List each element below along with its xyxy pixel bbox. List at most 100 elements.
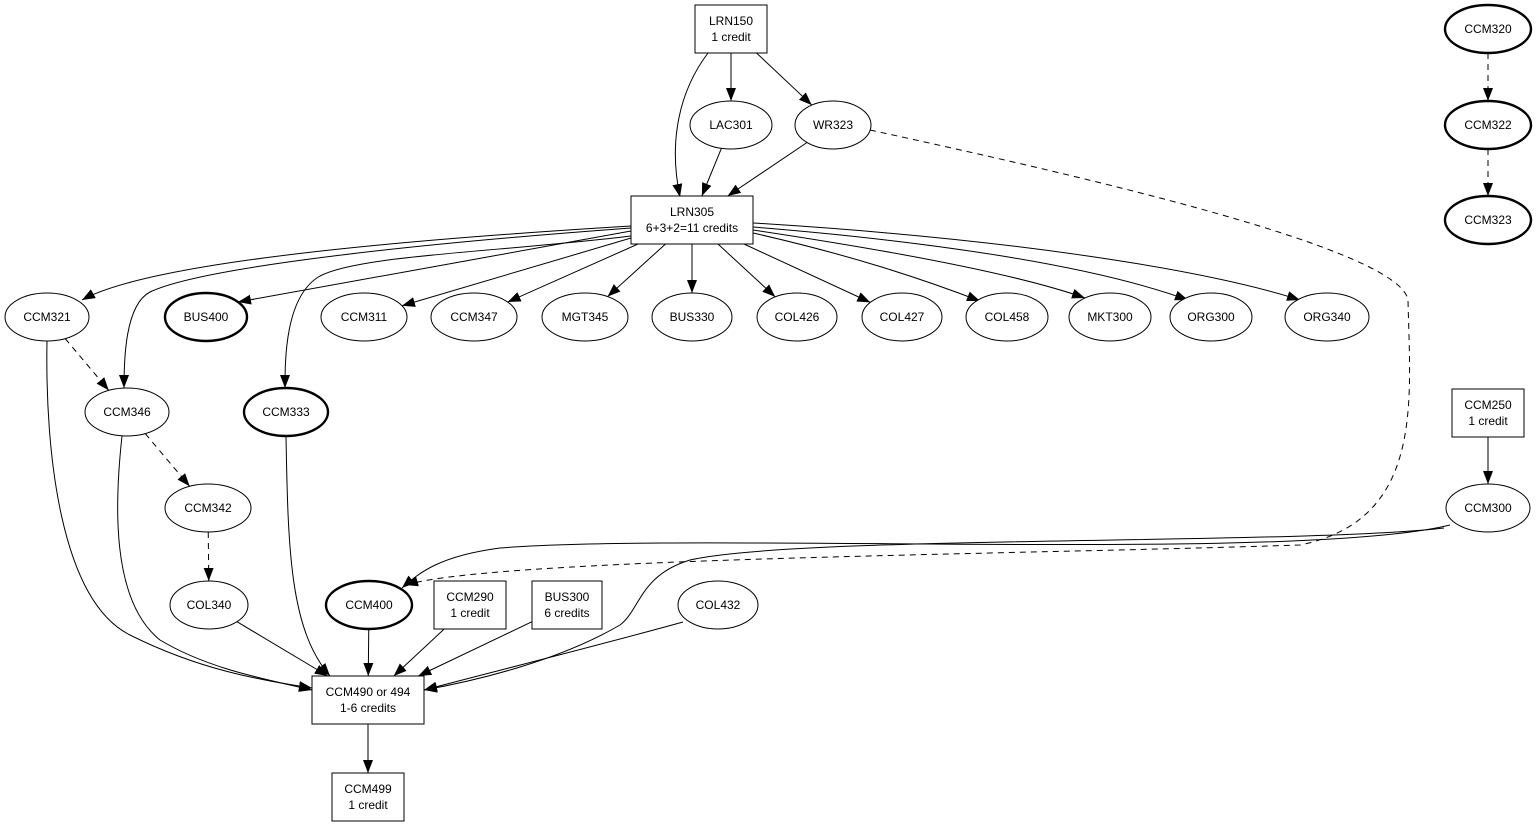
node-sublabel: 6 credits — [544, 606, 589, 620]
node-ccm320[interactable]: CCM320 — [1443, 3, 1533, 55]
node-box — [531, 580, 603, 630]
node-ellipse — [1443, 3, 1533, 55]
node-col426[interactable]: COL426 — [756, 292, 838, 342]
node-label: LRN305 — [670, 205, 714, 219]
node-label: CCM311 — [341, 310, 388, 324]
node-col432[interactable]: COL432 — [677, 580, 759, 630]
node-ccm400[interactable]: CCM400 — [324, 579, 414, 631]
node-label: CCM320 — [1464, 22, 1512, 36]
node-sublabel: 1-6 credits — [340, 701, 396, 715]
node-bus400[interactable]: BUS400 — [163, 291, 249, 343]
node-box — [630, 195, 754, 245]
edge-lrn305-col426 — [717, 243, 776, 298]
node-label: CCM322 — [1464, 118, 1512, 132]
node-ellipse — [169, 580, 249, 630]
node-lac301[interactable]: LAC301 — [689, 100, 773, 150]
node-label: MKT300 — [1087, 310, 1133, 324]
edge-ccm342-col340 — [203, 531, 214, 582]
edge-wr323-ccm400 — [404, 129, 1411, 587]
node-ccm346[interactable]: CCM346 — [84, 387, 170, 437]
node-mkt300[interactable]: MKT300 — [1068, 292, 1152, 342]
node-ccm311[interactable]: CCM311 — [320, 292, 408, 342]
node-label: CCM342 — [184, 501, 232, 515]
edge-lrn305-org300 — [752, 226, 1189, 301]
node-bus300[interactable]: BUS300 6 credits — [531, 580, 603, 630]
node-ellipse — [320, 292, 408, 342]
node-label: WR323 — [813, 118, 853, 132]
node-org340[interactable]: ORG340 — [1284, 292, 1370, 342]
node-label: COL340 — [187, 598, 232, 612]
node-box — [694, 4, 768, 54]
node-ellipse — [756, 292, 838, 342]
node-label: LAC301 — [709, 118, 753, 132]
node-ellipse — [677, 580, 759, 630]
node-ellipse — [84, 387, 170, 437]
node-ccm342[interactable]: CCM342 — [164, 483, 252, 533]
node-sublabel: 1 credit — [711, 30, 751, 44]
node-sublabel: 1 credit — [348, 798, 388, 812]
node-label: BUS400 — [184, 310, 229, 324]
node-mgt345[interactable]: MGT345 — [541, 292, 629, 342]
node-ellipse — [4, 292, 90, 342]
edge-lrn305-ccm347 — [507, 243, 639, 303]
edge-ccm346-ccm342 — [144, 433, 191, 487]
node-sublabel: 1 credit — [450, 606, 490, 620]
node-ellipse — [794, 100, 872, 150]
node-org300[interactable]: ORG300 — [1169, 292, 1253, 342]
node-ccm333[interactable]: CCM333 — [242, 386, 330, 438]
node-ccm321[interactable]: CCM321 — [4, 292, 90, 342]
node-ellipse — [242, 386, 330, 438]
node-ellipse — [1284, 292, 1370, 342]
node-ellipse — [965, 292, 1049, 342]
node-ellipse — [430, 292, 518, 342]
edge-lrn150-lrn305 — [672, 52, 709, 198]
node-label: COL458 — [985, 310, 1030, 324]
node-label: CCM400 — [345, 598, 393, 612]
edge-ccm290-ccm490 — [393, 628, 445, 677]
node-lrn150[interactable]: LRN150 1 credit — [694, 4, 768, 54]
edge-lrn305-mgt345 — [607, 243, 666, 297]
node-ellipse — [163, 291, 249, 343]
node-ccm323[interactable]: CCM323 — [1443, 194, 1533, 246]
edge-bus300-ccm490 — [418, 621, 533, 677]
edge-lac301-lrn305 — [701, 148, 722, 197]
node-wr323[interactable]: WR323 — [794, 100, 872, 150]
node-bus330[interactable]: BUS330 — [651, 292, 733, 342]
node-label: COL432 — [696, 598, 741, 612]
node-col427[interactable]: COL427 — [861, 292, 943, 342]
node-ccm300[interactable]: CCM300 — [1445, 483, 1531, 533]
node-label: ORG340 — [1303, 310, 1351, 324]
edge-ccm333-ccm490 — [285, 435, 331, 677]
node-sublabel: 1 credit — [1468, 414, 1508, 428]
node-col458[interactable]: COL458 — [965, 292, 1049, 342]
node-box — [311, 675, 425, 725]
node-ccm250[interactable]: CCM250 1 credit — [1451, 388, 1525, 438]
edge-ccm321-ccm490 — [46, 340, 313, 691]
node-ccm347[interactable]: CCM347 — [430, 292, 518, 342]
node-label: CCM250 — [1464, 398, 1512, 412]
node-ellipse — [324, 579, 414, 631]
node-col340[interactable]: COL340 — [169, 580, 249, 630]
edge-wr323-lrn305 — [727, 142, 808, 197]
node-ccm322[interactable]: CCM322 — [1443, 99, 1533, 151]
node-ellipse — [689, 100, 773, 150]
node-ellipse — [1443, 99, 1533, 151]
node-label: BUS300 — [545, 590, 590, 604]
node-label: COL426 — [775, 310, 820, 324]
edge-lrn305-ccm333 — [280, 235, 632, 389]
edge-ccm346-ccm490 — [117, 435, 313, 692]
node-label: LRN150 — [709, 14, 753, 28]
node-label: BUS330 — [670, 310, 715, 324]
node-box — [433, 580, 507, 630]
node-ellipse — [1445, 483, 1531, 533]
edge-lrn150-wr323 — [756, 52, 813, 106]
node-box — [1451, 388, 1525, 438]
node-label: MGT345 — [562, 310, 609, 324]
edge-lrn305-col427 — [743, 243, 871, 303]
edge-lrn305-org340 — [752, 222, 1301, 301]
